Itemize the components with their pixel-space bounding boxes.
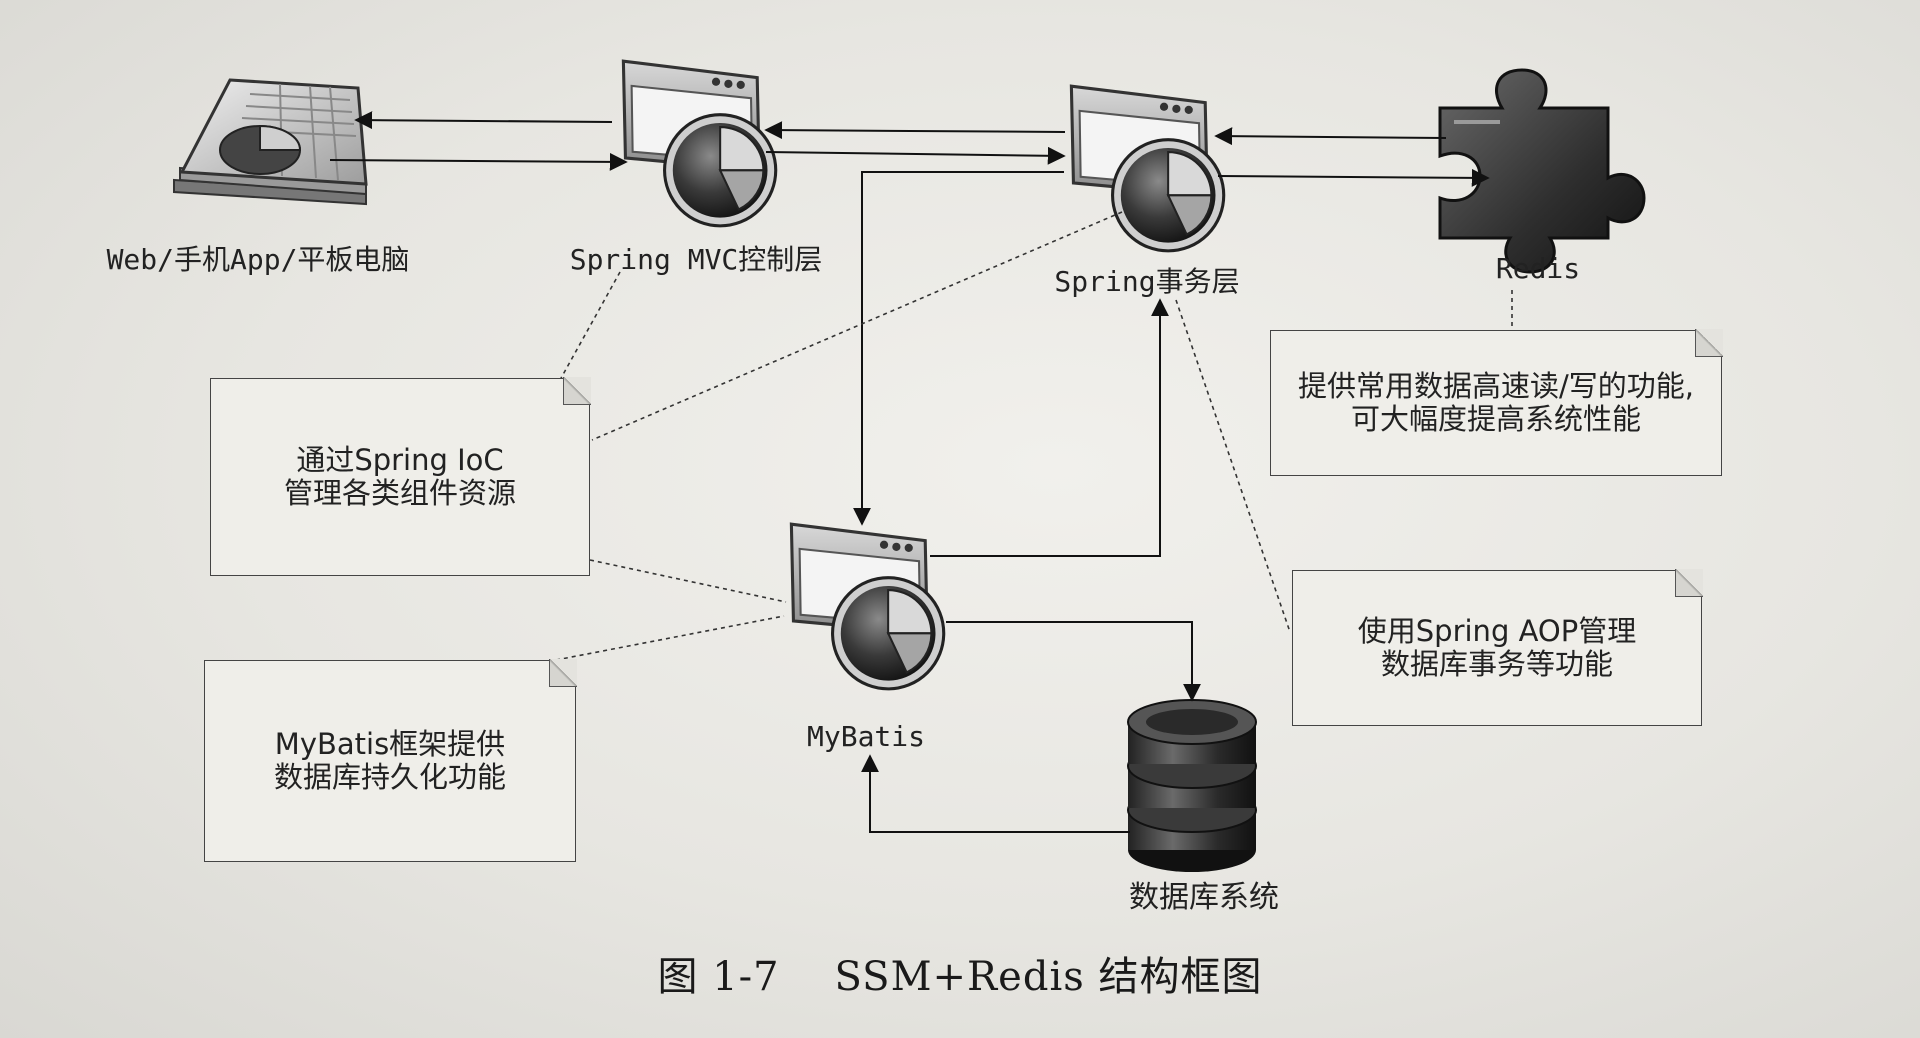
note-spring-ioc: 通过Spring IoC 管理各类组件资源: [210, 377, 591, 576]
note-spring-aop: 使用Spring AOP管理 数据库事务等功能: [1292, 569, 1703, 726]
figure-caption: 图 1-7 SSM+Redis 结构框图: [657, 954, 1263, 1000]
arrow-client-to-mvc: [329, 152, 628, 171]
note-mybatis: MyBatis框架提供 数据库持久化功能: [204, 659, 577, 862]
arrow-service-to-mybatis: [853, 171, 1064, 526]
arrow-mvc-to-service: [765, 146, 1066, 165]
spring-service-icon: [1069, 84, 1226, 253]
arrow-service-to-redis: [1217, 168, 1490, 187]
redis-label: Redis: [1495, 252, 1581, 285]
arrow-service-to-mvc: [764, 121, 1066, 140]
note-ioc-line1: 通过Spring IoC: [296, 443, 504, 477]
client-device-icon: [173, 78, 368, 206]
arrow-redis-to-service: [1214, 127, 1447, 146]
spring-mvc-icon: [621, 59, 778, 228]
note-aop-line2: 数据库事务等功能: [1380, 647, 1613, 681]
spring-mvc-label: Spring MVC控制层: [569, 243, 823, 276]
arrow-database-to-mybatis: [861, 754, 1130, 833]
mybatis-label: MyBatis: [806, 720, 926, 753]
note-aop-line1: 使用Spring AOP管理: [1357, 614, 1637, 648]
note-mybatis-line2: 数据库持久化功能: [273, 760, 506, 794]
mybatis-icon: [789, 522, 946, 691]
note-connectors: [555, 211, 1513, 661]
note-redis-line2: 可大幅度提高系统性能: [1350, 402, 1641, 436]
database-label: 数据库系统: [1129, 880, 1279, 915]
spring-service-label: Spring事务层: [1054, 265, 1240, 298]
note-redis: 提供常用数据高速读/写的功能, 可大幅度提高系统性能: [1270, 329, 1723, 476]
arrow-mybatis-to-service: [930, 298, 1169, 557]
client-label: Web/手机App/平板电脑: [106, 243, 410, 276]
flow-arrows: [329, 111, 1490, 833]
note-redis-line1: 提供常用数据高速读/写的功能,: [1298, 369, 1694, 403]
note-mybatis-line1: MyBatis框架提供: [274, 727, 506, 761]
arrow-mybatis-to-database: [946, 621, 1201, 702]
redis-puzzle-icon: [1438, 68, 1646, 274]
note-ioc-line2: 管理各类组件资源: [283, 476, 516, 510]
database-icon: [1127, 699, 1257, 872]
arrow-mvc-to-client: [354, 111, 613, 130]
